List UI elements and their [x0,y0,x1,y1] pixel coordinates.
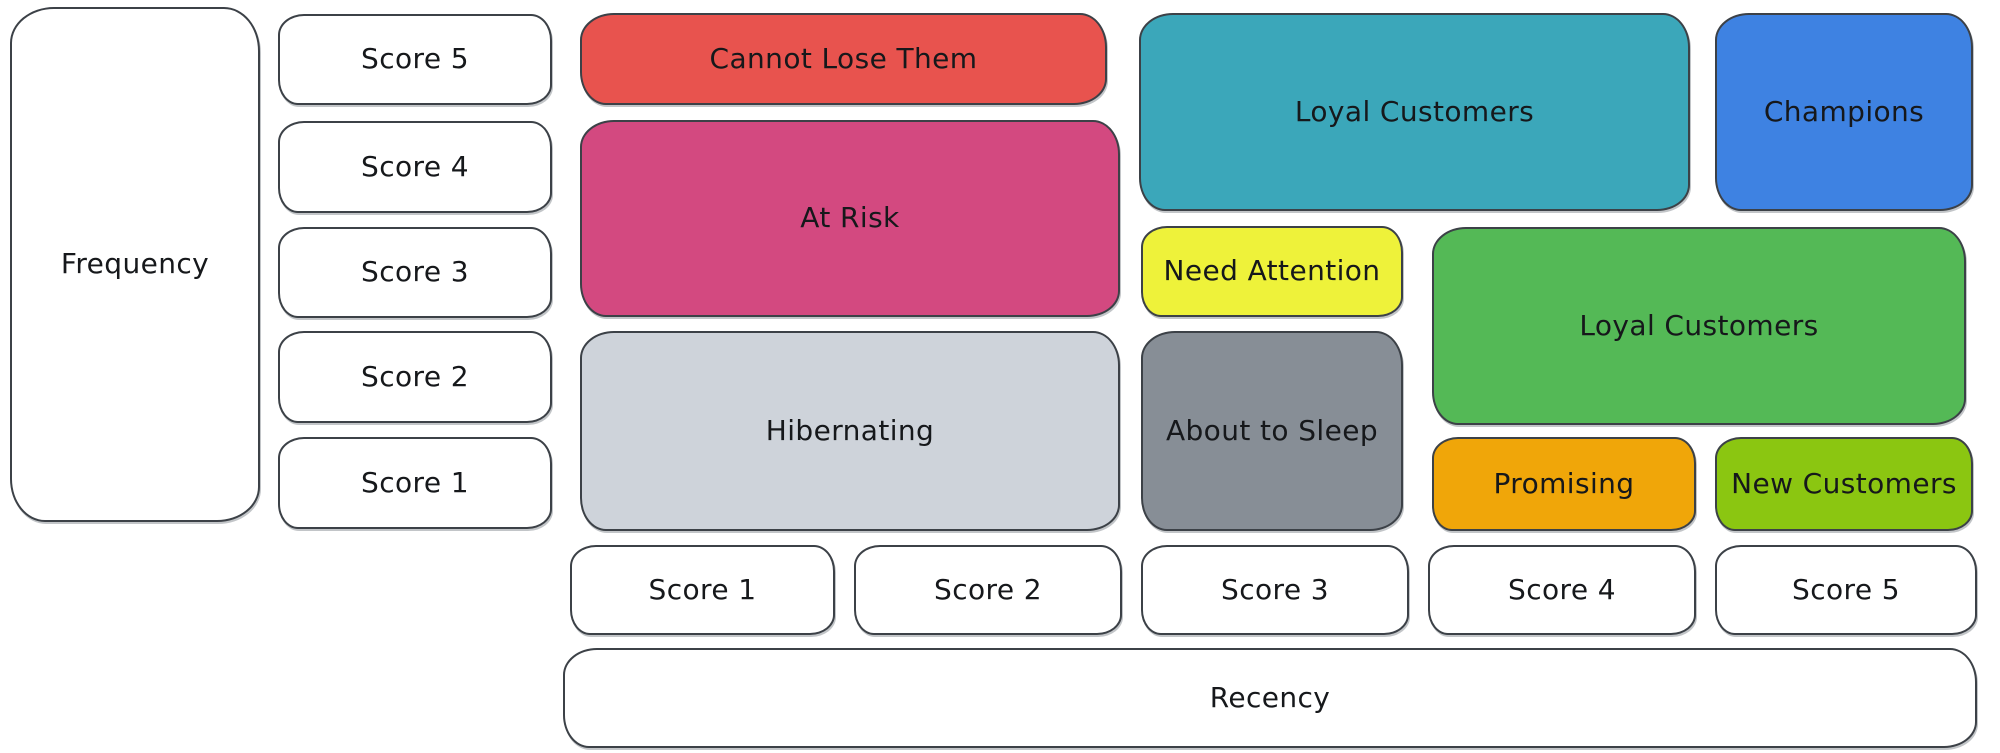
recency-axis-label: Recency [563,648,1977,748]
segment-champions: Champions [1715,13,1973,211]
segment-need-attention: Need Attention [1141,226,1403,317]
frequency-score-3: Score 3 [278,227,552,318]
frequency-score-1: Score 1 [278,437,552,529]
segment-new-customers: New Customers [1715,437,1973,531]
segment-loyal-customers-top: Loyal Customers [1139,13,1690,211]
recency-score-4: Score 4 [1428,545,1696,635]
frequency-score-4: Score 4 [278,121,552,213]
recency-score-5: Score 5 [1715,545,1977,635]
segment-loyal-customers-mid: Loyal Customers [1432,227,1966,425]
segment-hibernating: Hibernating [580,331,1120,531]
segment-at-risk: At Risk [580,120,1120,317]
frequency-score-2: Score 2 [278,331,552,423]
frequency-axis-label: Frequency [10,7,260,522]
segment-promising: Promising [1432,437,1696,531]
frequency-score-5: Score 5 [278,14,552,105]
recency-score-2: Score 2 [854,545,1122,635]
segment-about-to-sleep: About to Sleep [1141,331,1403,531]
segment-cannot-lose-them: Cannot Lose Them [580,13,1107,105]
recency-score-1: Score 1 [570,545,835,635]
recency-score-3: Score 3 [1141,545,1409,635]
